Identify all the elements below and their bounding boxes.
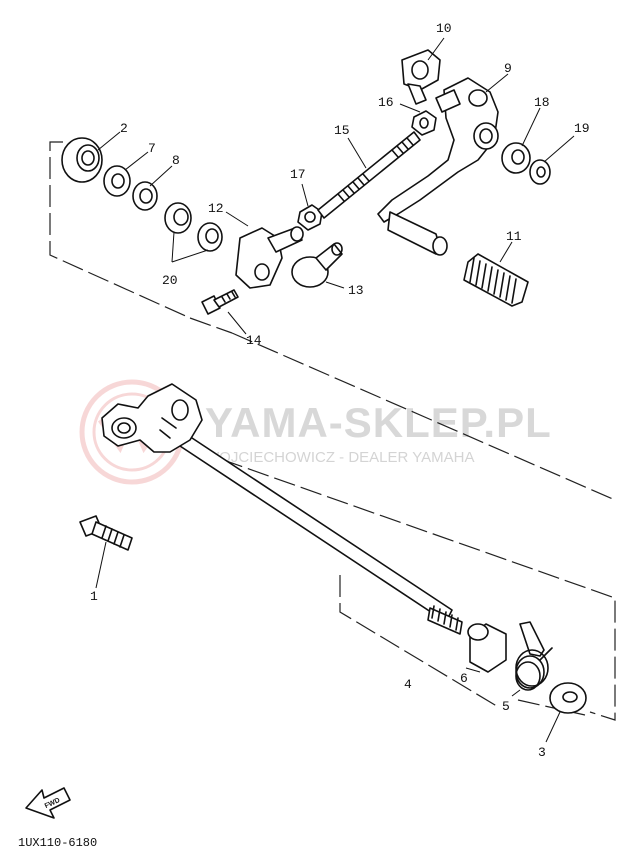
part-11-pedal-rubber: [463, 253, 529, 307]
diagram-code: 1UX110-6180: [18, 836, 97, 850]
fwd-arrow-icon: FWD: [25, 787, 71, 819]
part-label-7: 7: [148, 141, 156, 156]
part-label-14: 14: [246, 333, 262, 348]
part-labels: 2 7 8 10 9 16 15 17 18 19 11 12 13 14 20…: [90, 21, 590, 760]
part-5-torsion-spring: [515, 621, 553, 691]
part-3-washer: [549, 682, 587, 714]
part-13-rod-end: [291, 242, 343, 288]
part-label-18: 18: [534, 95, 550, 110]
part-label-10: 10: [436, 21, 452, 36]
part-17-nut: [297, 204, 323, 231]
part-label-6: 6: [460, 671, 468, 686]
part-label-9: 9: [504, 61, 512, 76]
part-14-bolt: [201, 289, 239, 315]
part-label-16: 16: [378, 95, 394, 110]
part-label-12: 12: [208, 201, 224, 216]
part-10-rod-end: [401, 49, 441, 105]
part-label-3: 3: [538, 745, 546, 760]
part-16-nut: [411, 110, 437, 136]
part-label-5: 5: [502, 699, 510, 714]
part-label-11: 11: [506, 229, 522, 244]
upper-assembly-boundary: [49, 141, 616, 501]
part-label-20: 20: [162, 273, 178, 288]
part-label-13: 13: [348, 283, 364, 298]
leader-lines: [95, 37, 575, 743]
part-label-17: 17: [290, 167, 306, 182]
watermark: YAMA-SKLEP.PL WOJCIECHOWICZ - DEALER YAM…: [79, 379, 552, 485]
part-label-19: 19: [574, 121, 590, 136]
part-8-circlip: [132, 181, 158, 211]
part-4-shift-shaft: [101, 383, 463, 635]
part-6-collar: [467, 623, 507, 673]
part-label-1: 1: [90, 589, 98, 604]
part-12-shift-lever-joint: [235, 226, 304, 289]
part-19-circlip: [529, 159, 551, 185]
part-20-bush: [164, 202, 223, 252]
watermark-tagline: WOJCIECHOWICZ - DEALER YAMAHA: [205, 449, 474, 466]
part-9-shift-pedal: [377, 77, 499, 256]
part-label-4: 4: [404, 677, 412, 692]
part-1-stud-bolt: [79, 515, 133, 551]
part-2-oil-seal: [61, 137, 103, 183]
part-label-15: 15: [334, 123, 350, 138]
part-18-washer: [501, 142, 531, 174]
part-label-2: 2: [120, 121, 128, 136]
part-15-shift-rod: [317, 131, 421, 219]
part-label-8: 8: [172, 153, 180, 168]
part-7-washer: [103, 165, 131, 197]
watermark-brand: YAMA-SKLEP.PL: [205, 399, 552, 446]
